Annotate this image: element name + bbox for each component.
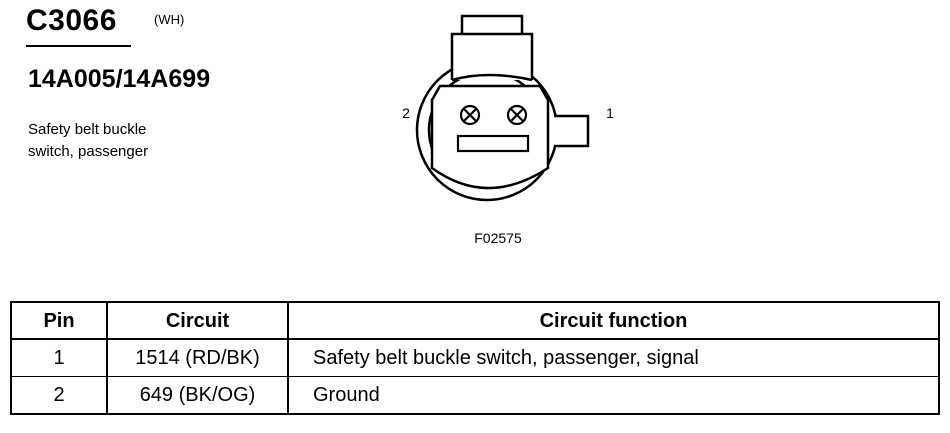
part-numbers: 14A005/14A699 [28,65,211,93]
description-line-1: Safety belt buckle [28,121,147,138]
pin-label-left: 2 [402,105,410,121]
cell-circuit-function: Ground [287,376,940,415]
table-header-row: Pin Circuit Circuit function [10,301,940,340]
cell-circuit-function: Safety belt buckle switch, passenger, si… [287,338,940,377]
header-circuit-function: Circuit function [287,301,940,340]
cell-pin: 1 [10,338,108,377]
pin-1-terminal [506,104,528,126]
component-description: Safety belt buckle switch, passenger [28,119,148,163]
pin-2-terminal [459,104,481,126]
connector-slot [456,134,530,153]
pin-label-right: 1 [606,105,614,121]
figure-id: F02575 [474,230,522,246]
connector-id: C3066 [26,4,117,37]
table-row: 2 649 (BK/OG) Ground [10,376,940,415]
header-circuit: Circuit [106,301,289,340]
connector-face-diagram: 2 1 F02575 [402,14,614,246]
pinout-table: Pin Circuit Circuit function 1 1514 (RD/… [10,301,940,415]
connector-key-tab [554,114,590,148]
cell-circuit: 1514 (RD/BK) [106,338,289,377]
header-pin: Pin [10,301,108,340]
cell-circuit: 649 (BK/OG) [106,376,289,415]
title-underline [26,45,131,47]
connector-lock-arm [450,32,534,80]
table-row: 1 1514 (RD/BK) Safety belt buckle switch… [10,338,940,377]
connector-color-code: (WH) [154,12,185,27]
description-line-2: switch, passenger [28,143,149,160]
cell-pin: 2 [10,376,108,415]
